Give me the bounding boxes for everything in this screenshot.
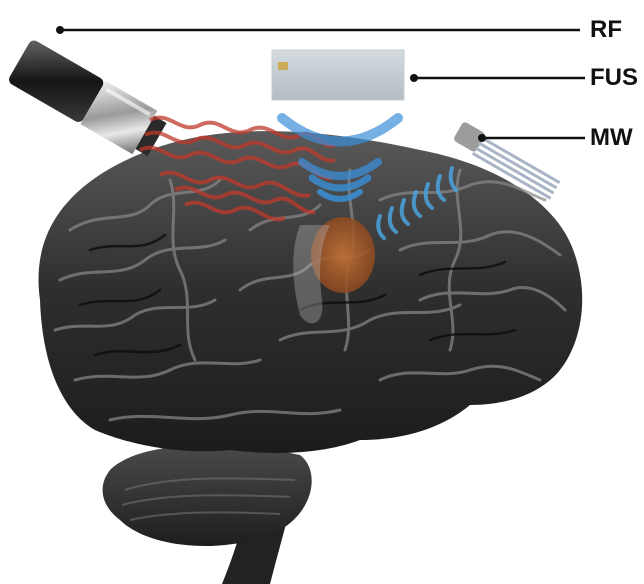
mw-label: MW <box>590 126 633 150</box>
rf-leader-dot <box>56 26 64 34</box>
fus-transducer-icon <box>272 50 404 100</box>
rf-label: RF <box>590 18 622 42</box>
mw-leader-dot <box>478 134 486 142</box>
fus-label: FUS <box>590 66 638 90</box>
rf-probe-icon <box>7 38 170 161</box>
brain-illustration <box>38 131 582 584</box>
fus-leader-dot <box>410 74 418 82</box>
